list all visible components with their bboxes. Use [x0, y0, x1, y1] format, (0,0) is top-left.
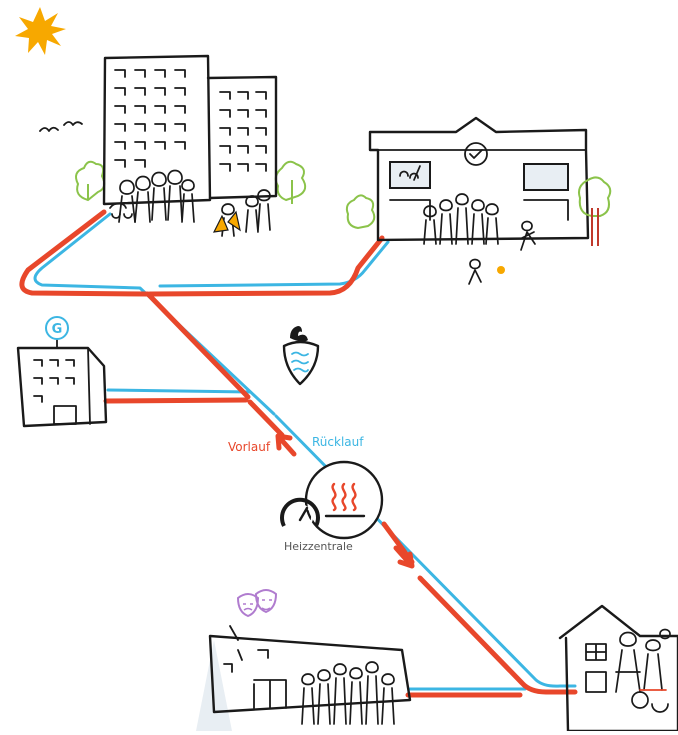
crowd-icon [301, 661, 395, 725]
supply-arrow-up-icon [275, 433, 297, 457]
pipe-network [19, 209, 578, 698]
heating-icon [324, 482, 366, 518]
family-icon [615, 628, 671, 713]
plant-label: Heizzentrale [284, 540, 353, 553]
heating-plant: Vorlauf Rücklauf Heizzentrale [228, 435, 384, 553]
gas-building: G [16, 316, 108, 428]
gauge-icon [280, 497, 320, 527]
supply-arrow-down-icon [393, 545, 415, 569]
tree-icon [75, 160, 106, 202]
theater-masks-icon [236, 589, 278, 618]
crowd-icon [423, 193, 536, 285]
tree-icon [345, 194, 376, 230]
return-label: Rücklauf [312, 435, 364, 449]
gas-symbol-label: G [52, 322, 63, 337]
school-building [345, 116, 612, 285]
house-building [558, 604, 678, 733]
sun-icon [15, 7, 66, 55]
theater-building [196, 589, 412, 731]
birds-icon [39, 121, 83, 132]
apartment-towers [75, 54, 307, 237]
swan-water-icon [282, 326, 320, 386]
crowd-icon [109, 169, 271, 237]
gas-icon: G [45, 316, 69, 340]
supply-label: Vorlauf [228, 440, 271, 454]
tree-icon [578, 176, 612, 246]
tree-icon [274, 160, 307, 204]
